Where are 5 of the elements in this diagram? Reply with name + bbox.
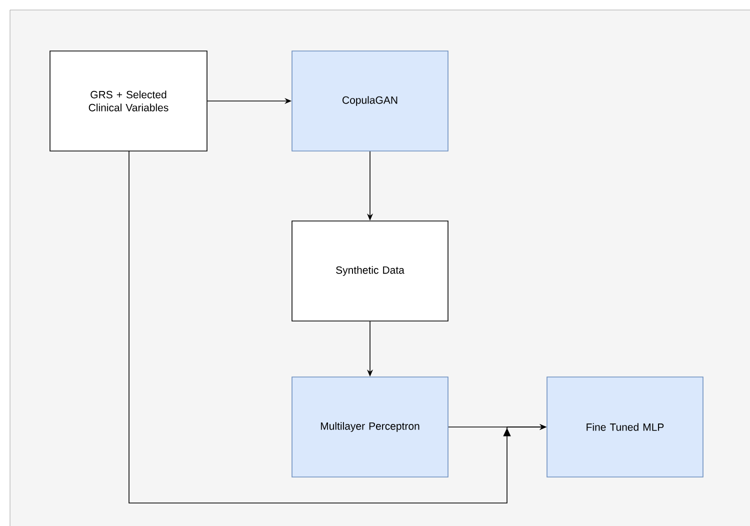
process-box: Synthetic Data: [292, 220, 448, 322]
process-box: Multilayer Perceptron: [292, 376, 448, 478]
process-box: Fine Tuned MLP: [546, 376, 704, 478]
process-box: GRS + Selected Clinical Variables: [50, 50, 208, 152]
process-box: CopulaGAN: [292, 50, 448, 152]
